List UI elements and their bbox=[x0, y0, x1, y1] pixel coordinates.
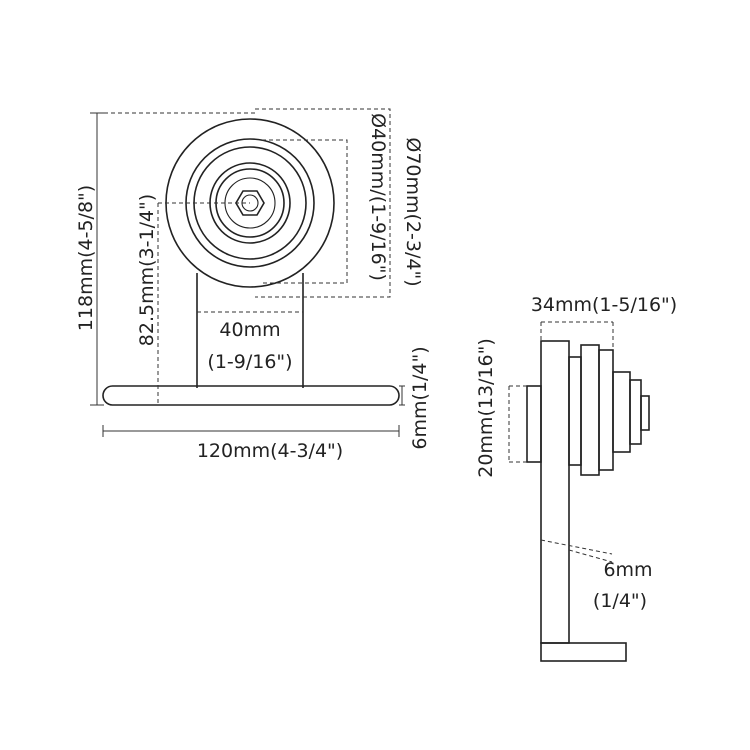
side-view bbox=[526, 340, 650, 662]
left-hub bbox=[526, 385, 542, 463]
dim-inner-diameter-bracket bbox=[262, 139, 348, 284]
base-plate bbox=[102, 385, 400, 406]
bracket-foot bbox=[540, 642, 627, 662]
label-bracket-thickness-mm: 6mm bbox=[603, 559, 652, 581]
label-wheel-width: 34mm(1-5/16") bbox=[531, 294, 677, 316]
label-stem-width-mm: 40mm bbox=[219, 319, 280, 341]
hex-nut-side bbox=[629, 379, 642, 445]
front-dimensions bbox=[90, 108, 405, 437]
label-total-height: 118mm(4-5/8") bbox=[75, 185, 97, 331]
side-dimensions bbox=[508, 321, 614, 563]
label-hub-width: 20mm(13/16") bbox=[475, 338, 497, 478]
label-axle-height: 82.5mm(3-1/4") bbox=[136, 194, 158, 346]
label-plate-length: 120mm(4-3/4") bbox=[197, 440, 343, 462]
wheel-flange-outer bbox=[598, 349, 614, 471]
wheel-flange-inner bbox=[568, 356, 582, 466]
wheel-body bbox=[580, 344, 600, 476]
label-outer-diameter: Ø70mm(2-3/4") bbox=[402, 137, 424, 286]
dim-bracket-leader-top bbox=[540, 539, 613, 555]
label-plate-thickness: 6mm(1/4") bbox=[409, 346, 431, 449]
dim-bracket-leader-bottom bbox=[568, 549, 613, 563]
axle-end bbox=[640, 395, 650, 431]
label-bracket-thickness-in: (1/4") bbox=[593, 590, 647, 612]
bearing-washer bbox=[612, 371, 631, 453]
label-inner-diameter: Ø40mm/(1-9/16") bbox=[367, 113, 389, 281]
label-stem-width-in: (1-9/16") bbox=[207, 351, 292, 373]
bracket-plate bbox=[540, 340, 570, 644]
